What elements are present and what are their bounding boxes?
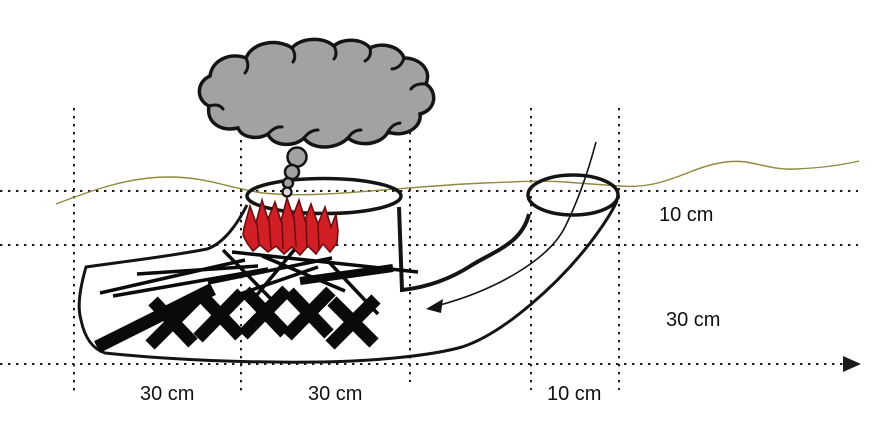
airflow-arrowhead-icon <box>426 299 443 313</box>
smoke-puff-small <box>281 186 293 198</box>
label-width-10cm: 10 cm <box>547 383 601 405</box>
label-depth-10cm: 10 cm <box>659 204 713 226</box>
cloud-arc <box>266 125 284 136</box>
airflow-arrow <box>426 141 597 313</box>
chimney-wall-and-tunnel-upper-wall <box>397 206 531 293</box>
flame-creases <box>256 215 320 250</box>
label-depth-30cm: 30 cm <box>666 309 720 331</box>
stick <box>99 258 246 295</box>
log <box>284 287 334 339</box>
cloud-arc <box>332 44 338 61</box>
flame-crease <box>268 218 272 249</box>
thin-sticks <box>99 247 419 316</box>
stick <box>207 256 333 285</box>
cloud-arc <box>363 46 372 63</box>
flame-crease <box>256 222 260 247</box>
cloud-arc <box>207 103 225 111</box>
flame-crease <box>305 219 308 249</box>
thick-logs <box>94 283 381 353</box>
flames-icon <box>242 195 339 257</box>
smoke-puffs <box>281 146 308 190</box>
cloud-arc <box>390 56 406 71</box>
cloud-arc <box>386 121 402 134</box>
air-intake-hole-ellipse <box>526 173 620 217</box>
airflow-arrow-shaft <box>439 141 597 306</box>
cloud-arc <box>346 128 363 140</box>
dimension-labels: 10 cm 30 cm 30 cm 30 cm 10 cm <box>140 204 720 405</box>
flame-cluster <box>242 195 339 257</box>
stick <box>249 247 297 304</box>
log <box>148 296 198 348</box>
stick <box>112 267 269 298</box>
flame-crease <box>281 220 284 250</box>
firewood <box>94 247 419 353</box>
cloud-arc <box>302 128 320 140</box>
smoke-cloud <box>197 37 436 198</box>
pit-body-and-tunnel-lower-wall <box>77 200 619 364</box>
label-width-30cm-2: 30 cm <box>308 383 362 405</box>
flame-body <box>242 195 339 257</box>
cloud-inner-arcs <box>207 44 428 140</box>
flame-crease <box>293 215 297 248</box>
log <box>195 289 245 341</box>
label-width-30cm-1: 30 cm <box>140 383 194 405</box>
cloud-arc <box>290 46 297 64</box>
log <box>327 296 379 348</box>
dimension-grid <box>0 108 858 394</box>
ground-surface-line <box>55 160 860 205</box>
fire-pit-outline <box>77 173 620 364</box>
cloud-arc <box>243 56 250 75</box>
cloud-arc <box>409 82 428 91</box>
log <box>240 286 290 338</box>
stick <box>221 248 274 302</box>
smoke-puff <box>286 146 308 168</box>
stick <box>261 254 346 293</box>
flame-crease <box>317 223 320 250</box>
stick <box>325 258 380 316</box>
bottom-axis-arrowhead-icon <box>843 356 861 372</box>
stick <box>239 265 319 296</box>
